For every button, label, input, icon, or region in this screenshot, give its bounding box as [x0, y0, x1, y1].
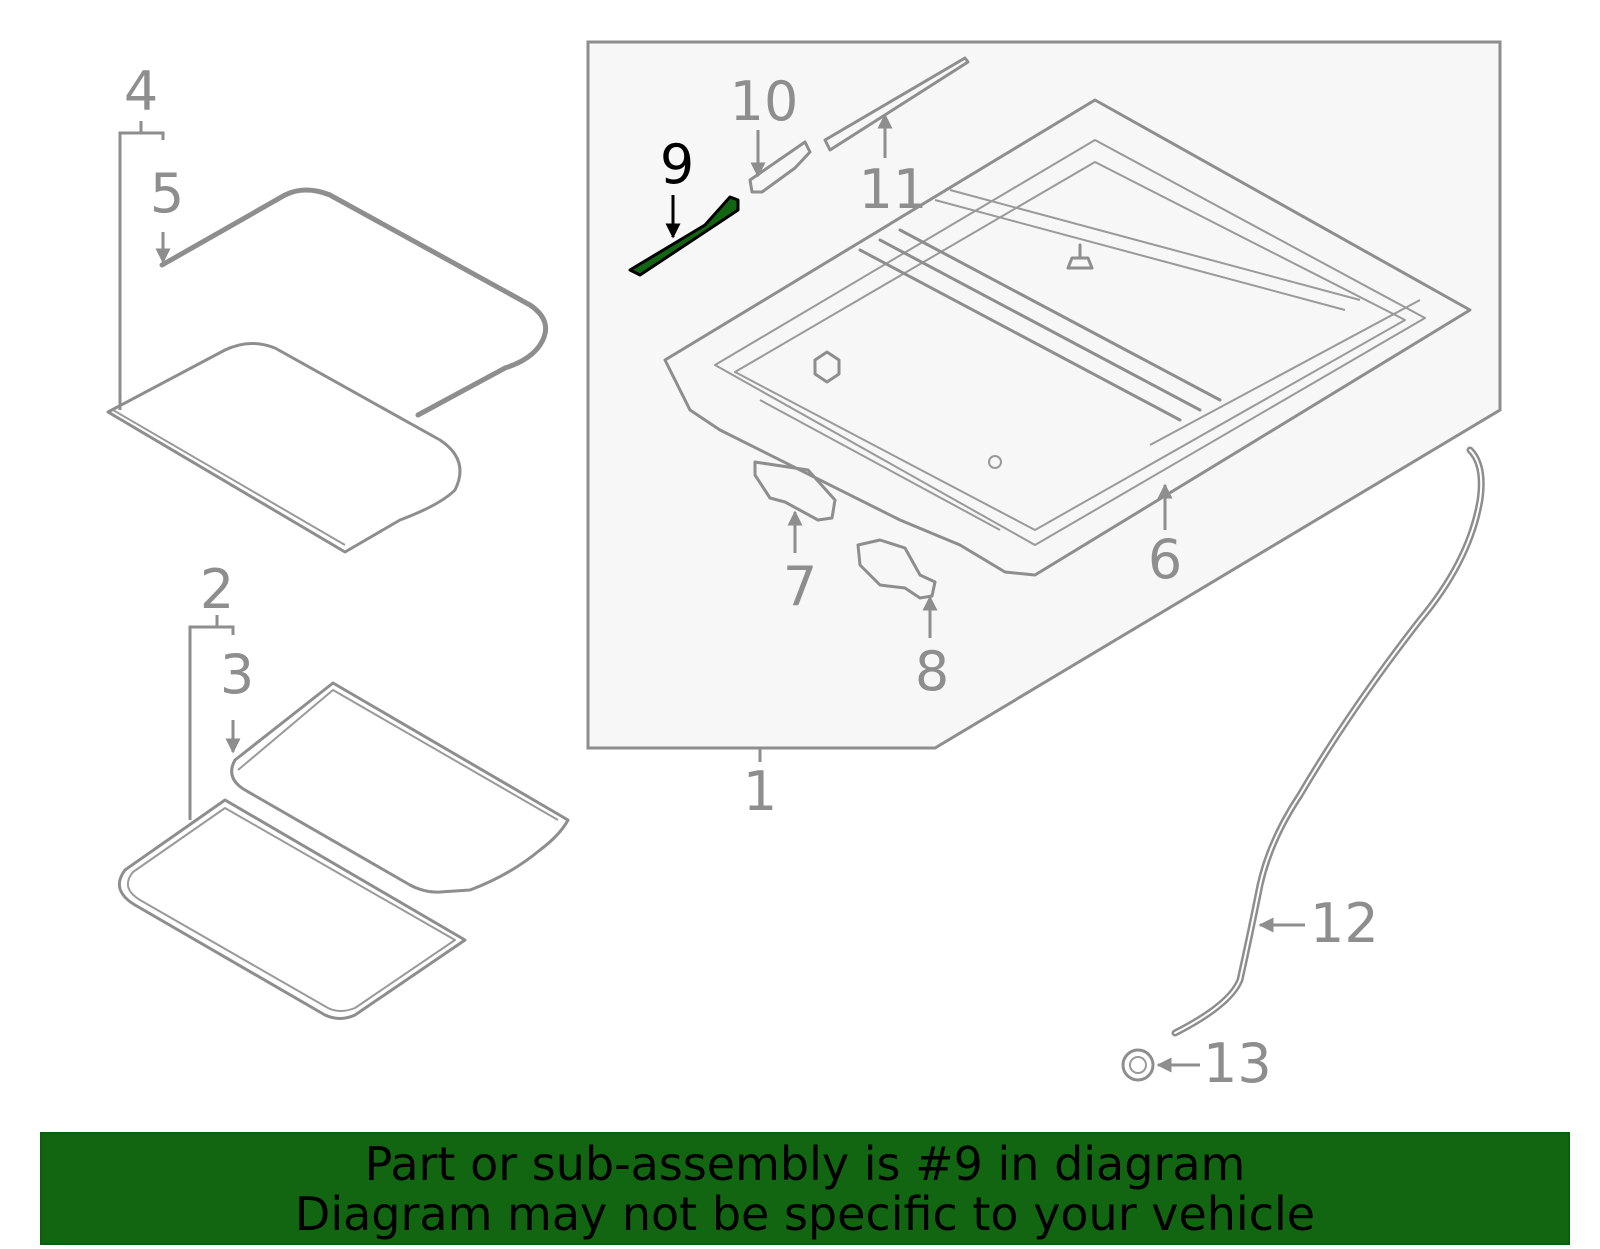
callout-5: 5: [150, 162, 184, 225]
sunroof-frame[interactable]: [663, 98, 1472, 577]
seal-upper[interactable]: [159, 187, 549, 418]
callout-2: 2: [200, 558, 234, 621]
callout-12: 12: [1310, 892, 1379, 955]
glass-panel-lower[interactable]: [230, 681, 570, 894]
assembly-box: [586, 40, 1502, 750]
banner-line-disclaimer: Diagram may not be specific to your vehi…: [294, 1186, 1316, 1241]
callout-6: 6: [1148, 528, 1182, 591]
leader-lines: [118, 113, 1305, 1073]
info-banner: Part or sub-assembly is #9 in diagram Di…: [40, 1132, 1570, 1245]
glass-panel-upper[interactable]: [106, 342, 462, 554]
trim-part-11[interactable]: [823, 56, 970, 152]
banner-line-part: Part or sub-assembly is #9 in diagram: [364, 1136, 1246, 1191]
bracket-part-7[interactable]: [753, 460, 837, 522]
deflector-part-9[interactable]: [628, 195, 740, 277]
callout-1: 1: [743, 760, 777, 823]
callout-9: 9: [660, 133, 694, 196]
seal-lower[interactable]: [117, 798, 467, 1020]
callout-3: 3: [220, 643, 254, 706]
callout-4: 4: [124, 60, 158, 123]
callout-7: 7: [783, 555, 817, 618]
callout-11: 11: [859, 158, 928, 221]
bracket-part-10[interactable]: [748, 140, 812, 194]
callout-10: 10: [730, 70, 799, 133]
callout-8: 8: [915, 640, 949, 703]
callout-13: 13: [1203, 1032, 1272, 1095]
grommet-part-13[interactable]: [1121, 1048, 1155, 1082]
drain-hose-part-12[interactable]: [1171, 446, 1485, 1037]
